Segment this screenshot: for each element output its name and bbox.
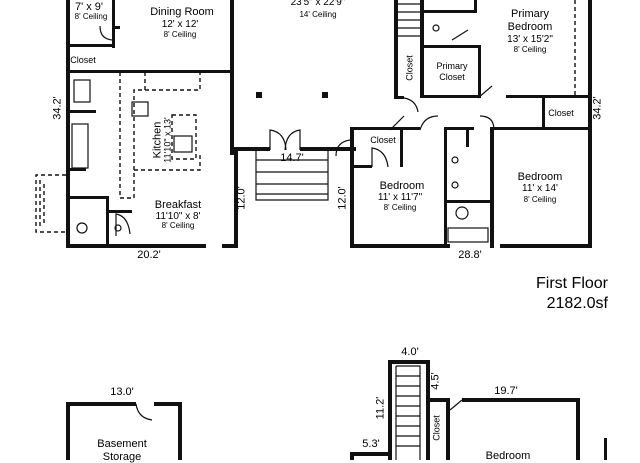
bedroom-center-ceiling: 8' Ceiling (383, 203, 417, 212)
hall-width-dim: 14.7' (280, 152, 304, 164)
dining-room-name: Dining Room (150, 6, 214, 18)
right-height-dim: 34.2' (591, 96, 604, 120)
closet-left-label: Closet (70, 55, 96, 65)
lower-side-dim: 4.5' (429, 372, 442, 390)
hall-right-dim: 12.0' (336, 186, 349, 210)
bottom-left-dim: 20.2' (137, 249, 161, 261)
closet-lower-label: Closet (431, 415, 442, 441)
breakfast-ceiling: 8' Ceiling (161, 221, 195, 230)
room-top-left-dim: 7' x 9' (74, 1, 104, 13)
dining-room-dim: 12' x 12' (161, 19, 199, 30)
hall-left-dim: 12.0' (235, 186, 248, 210)
lower-right-dim: 19.7' (494, 385, 518, 397)
floor-area: 2182.0sf (546, 295, 608, 312)
breakfast-name: Breakfast (154, 199, 202, 211)
basement-storage-name-2: Storage (102, 451, 142, 463)
closet-right-label: Closet (548, 108, 574, 118)
lower-stairs-dim: 11.2' (374, 396, 387, 420)
lower-top-dim: 4.0' (401, 346, 419, 358)
primary-bedroom-dim: 13' x 15'2" (507, 34, 553, 45)
bedroom-right-ceiling: 8' Ceiling (523, 195, 557, 204)
lower-small-dim: 5.3' (362, 438, 380, 450)
bedroom-right-name: Bedroom (517, 171, 563, 183)
bedroom-center-name: Bedroom (379, 180, 425, 192)
kitchen-dim: 11'10" x 13' (162, 117, 173, 163)
basement-storage-name-1: Basement (97, 438, 147, 450)
primary-closet-label-2: Closet (439, 72, 465, 82)
floor-name: First Floor (536, 275, 608, 292)
left-height-dim: 34.2' (51, 96, 64, 120)
bedroom-center-dim: 11' x 11'7" (377, 192, 423, 203)
breakfast-dim: 11'10" x 8' (155, 211, 201, 222)
primary-closet-label-1: Primary (436, 61, 468, 71)
great-room-ceiling: 14' Ceiling (299, 10, 337, 19)
room-top-left-ceiling: 8' Ceiling (74, 12, 108, 21)
closet-vertical-label: Closet (404, 55, 415, 81)
great-room-dim: 23'5" x 22'9" (290, 0, 346, 8)
closet-mid-label: Closet (370, 135, 396, 145)
dining-room-ceiling: 8' Ceiling (163, 30, 197, 39)
bottom-right-dim: 28.8' (458, 249, 482, 261)
bedroom-lower-name: Bedroom (485, 450, 531, 462)
primary-bedroom-name-1: Primary (511, 8, 549, 20)
primary-bedroom-ceiling: 8' Ceiling (513, 45, 547, 54)
basement-width-dim: 13.0' (110, 386, 134, 398)
bedroom-right-dim: 11' x 14' (522, 183, 558, 194)
primary-bedroom-name-2: Bedroom (507, 21, 553, 33)
